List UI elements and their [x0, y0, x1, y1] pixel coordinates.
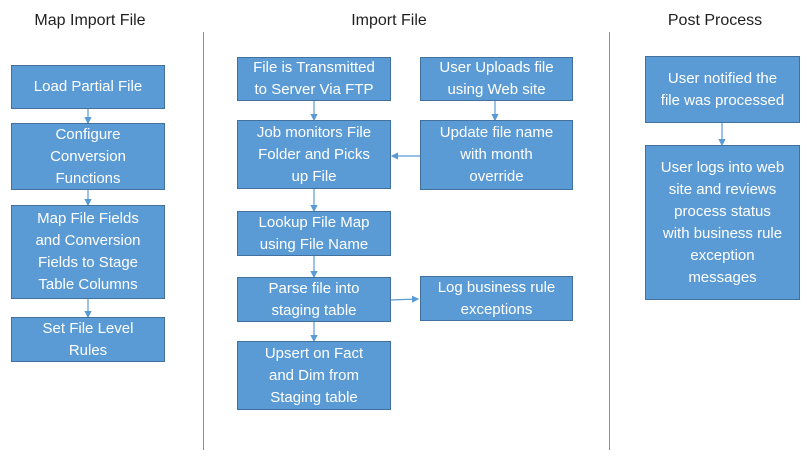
step-lookup-file-map: Lookup File Map using File Name [237, 211, 391, 256]
step-user-uploads-file: User Uploads file using Web site [420, 57, 573, 101]
step-log-business-rule-exceptions: Log business rule exceptions [420, 276, 573, 321]
lane-title-map-import-file: Map Import File [34, 12, 146, 29]
step-job-monitors-folder: Job monitors File Folder and Picks up Fi… [237, 120, 391, 189]
step-configure-conversion-functions: Configure Conversion Functions [11, 123, 165, 190]
lane-divider-right [609, 32, 610, 450]
step-user-notified: User notified the file was processed [645, 56, 800, 123]
step-upsert-fact-dim: Upsert on Fact and Dim from Staging tabl… [237, 341, 391, 410]
arrow-parse-to-log [388, 295, 420, 303]
step-load-partial-file: Load Partial File [11, 65, 165, 109]
step-parse-file: Parse file into staging table [237, 277, 391, 322]
step-file-transmitted-ftp: File is Transmitted to Server Via FTP [237, 57, 391, 101]
lane-divider-left [203, 32, 204, 450]
step-user-logs-in-reviews: User logs into web site and reviews proc… [645, 145, 800, 300]
step-set-file-level-rules: Set File Level Rules [11, 317, 165, 362]
step-update-file-name: Update file name with month override [420, 120, 573, 190]
lane-title-import-file: Import File [351, 12, 427, 29]
step-map-file-fields: Map File Fields and Conversion Fields to… [11, 205, 165, 299]
lane-title-post-process: Post Process [667, 12, 763, 29]
